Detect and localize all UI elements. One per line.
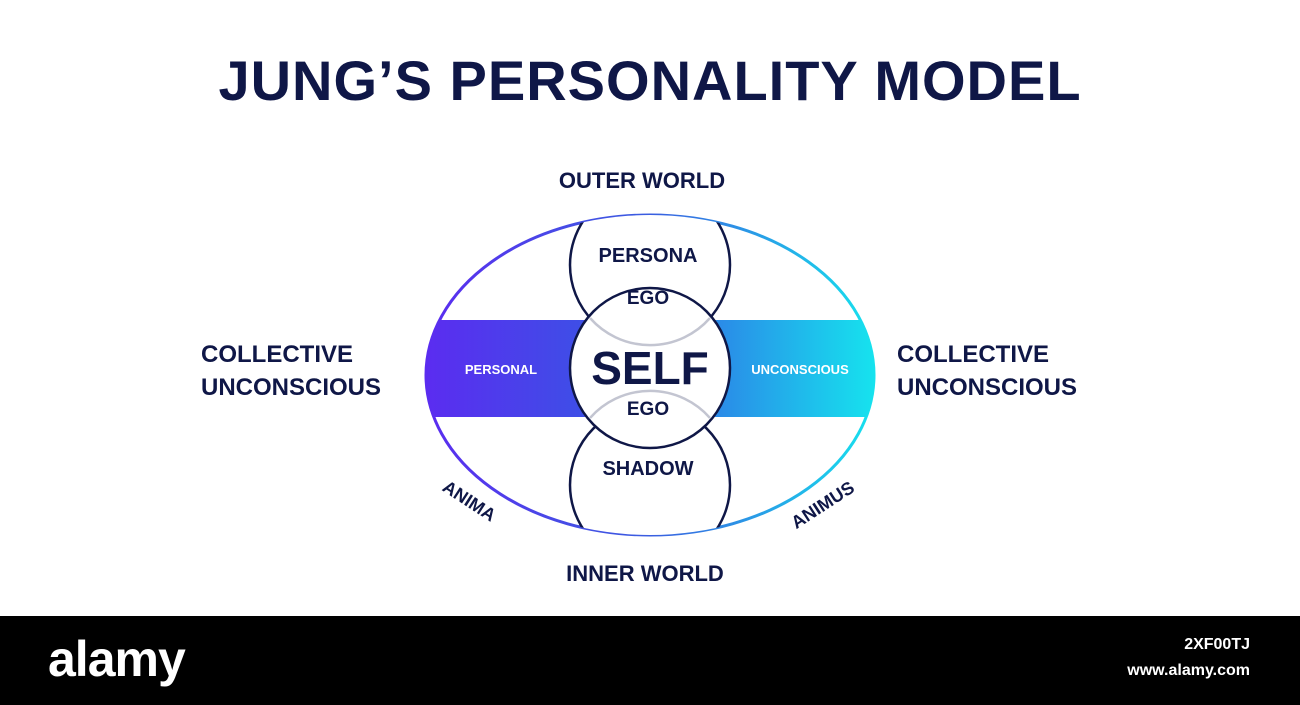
collective-unconscious-left-line1: COLLECTIVE <box>201 341 353 368</box>
ego-top-arc <box>589 317 711 347</box>
alamy-logo: alamy <box>48 631 186 687</box>
personal-label: PERSONAL <box>465 362 537 377</box>
anima-label: ANIMA <box>439 477 499 526</box>
diagram-title: JUNG’S PERSONALITY MODEL <box>218 49 1082 112</box>
unconscious-label: UNCONSCIOUS <box>751 362 849 377</box>
image-id: 2XF00TJ <box>1184 636 1250 653</box>
watermark-footer: alamy 2XF00TJ www.alamy.com <box>0 616 1300 705</box>
collective-unconscious-right-line1: COLLECTIVE <box>897 341 1049 368</box>
persona-label: PERSONA <box>599 245 698 267</box>
outer-world-label: OUTER WORLD <box>559 168 725 193</box>
ego-top-label: EGO <box>627 288 669 309</box>
animus-label: ANIMUS <box>788 477 858 532</box>
ego-bottom-arc <box>589 389 711 419</box>
brand-url: www.alamy.com <box>1127 662 1250 679</box>
collective-unconscious-left-line2: UNCONSCIOUS <box>201 374 381 401</box>
collective-unconscious-right-line2: UNCONSCIOUS <box>897 374 1077 401</box>
personality-diagram: OUTER WORLD INNER WORLD COLLECTIVE UNCON… <box>201 168 1077 586</box>
self-circle <box>568 286 732 450</box>
inner-world-label: INNER WORLD <box>566 561 724 586</box>
shadow-label: SHADOW <box>602 458 693 480</box>
ego-bottom-label: EGO <box>627 399 669 420</box>
self-label: SELF <box>591 342 709 394</box>
